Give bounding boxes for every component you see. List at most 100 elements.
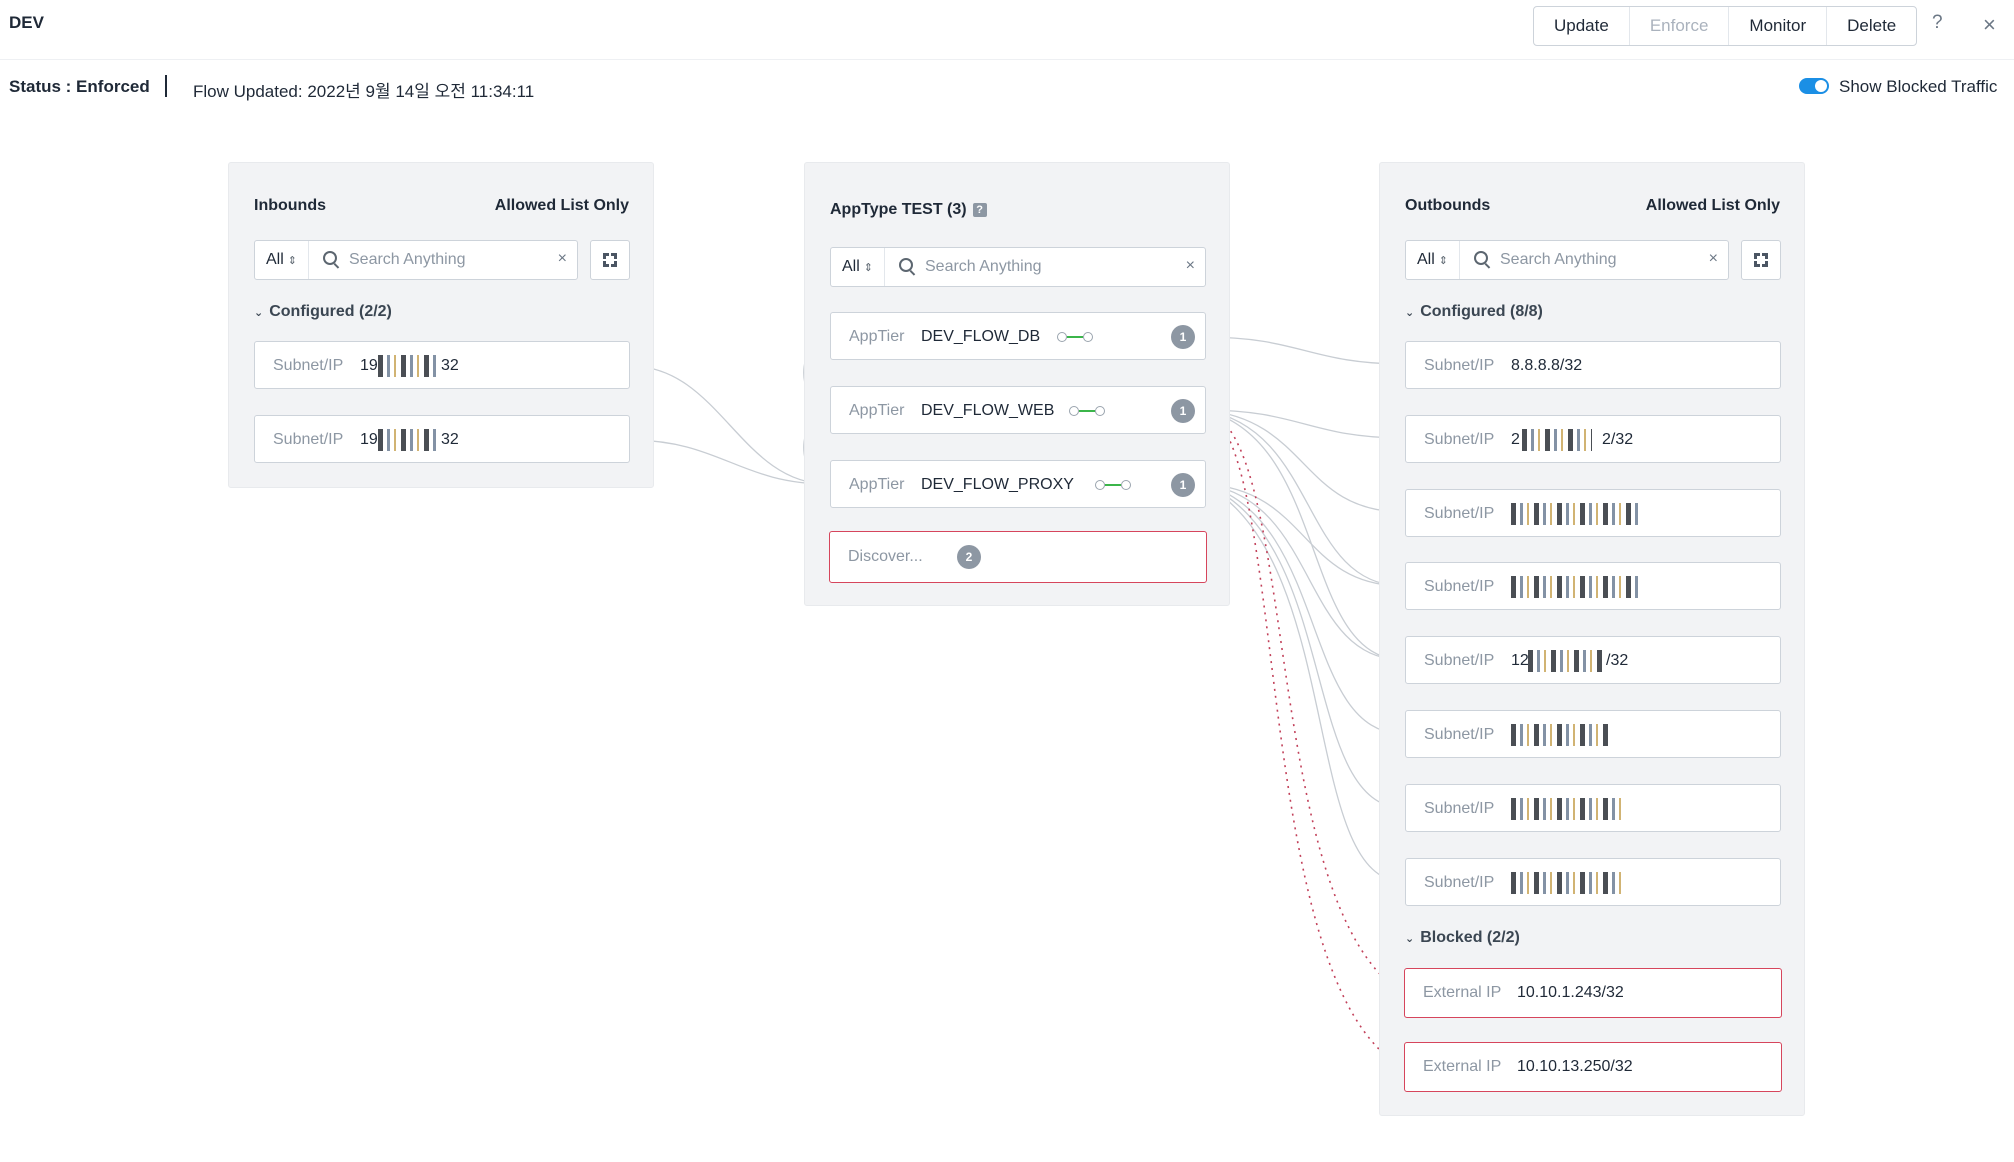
inbounds-expand-button[interactable] [590, 240, 630, 280]
entry-value-prefix: 19 [360, 357, 378, 374]
outbound-entry[interactable]: Subnet/IP [1405, 562, 1781, 610]
outbound-entry[interactable]: Subnet/IP [1405, 489, 1781, 537]
clear-search-icon[interactable]: × [1185, 257, 1195, 274]
apptype-title: AppType TEST (3)? [830, 201, 987, 219]
configured-label: Configured (2/2) [269, 303, 392, 320]
tier-name: DEV_FLOW_PROXY [921, 476, 1074, 493]
outbound-entry[interactable]: Subnet/IP 12 /32 [1405, 636, 1781, 684]
clear-search-icon[interactable]: × [1708, 250, 1718, 267]
redacted-value [1511, 576, 1641, 598]
outbound-link [1203, 409, 1405, 439]
blocked-link [1203, 409, 1403, 994]
redacted-value [1511, 798, 1621, 820]
monitor-button[interactable]: Monitor [1729, 7, 1828, 45]
outbound-entry[interactable]: Subnet/IP 2 2/32 [1405, 415, 1781, 463]
discover-item[interactable]: Discover... 2 [829, 531, 1207, 583]
inbounds-filter-select[interactable]: All⇕ [255, 241, 309, 279]
toggle-knob [1815, 80, 1827, 92]
help-icon[interactable]: ? [1932, 12, 1943, 33]
entry-type: Subnet/IP [1424, 874, 1495, 891]
info-icon[interactable]: ? [972, 202, 987, 217]
inbounds-mode: Allowed List Only [494, 197, 629, 214]
redacted-value [378, 429, 438, 451]
expand-icon-corner [611, 261, 617, 267]
tier-type: AppTier [849, 476, 905, 493]
link-status-icon [1095, 479, 1131, 491]
apptype-panel: AppType TEST (3)? All⇕ × AppTier DEV_FLO… [804, 162, 1230, 606]
close-icon[interactable]: × [1983, 12, 1996, 37]
inbound-link [629, 365, 829, 485]
clear-search-icon[interactable]: × [557, 250, 567, 267]
redacted-value [1522, 429, 1592, 451]
filter-value: All [1417, 251, 1435, 268]
entry-value-prefix: 12 [1511, 652, 1529, 669]
outbounds-mode: Allowed List Only [1645, 197, 1780, 214]
outbound-link [1203, 483, 1405, 809]
outbound-link [1203, 336, 1405, 365]
discover-count-badge: 2 [957, 545, 981, 569]
link-status-icon [1069, 405, 1105, 417]
apptier-dev-flow-web[interactable]: AppTier DEV_FLOW_WEB 1 [830, 386, 1206, 434]
expand-icon-corner [611, 253, 617, 259]
outbounds-blocked-toggle[interactable]: ⌄Blocked (2/2) [1405, 929, 1520, 947]
redacted-value [1511, 724, 1611, 746]
blocked-label: Blocked (2/2) [1420, 929, 1520, 946]
apptype-search-input[interactable] [925, 254, 1125, 280]
entry-type: External IP [1423, 1058, 1502, 1075]
expand-icon-corner [603, 261, 609, 267]
inbound-entry[interactable]: Subnet/IP 19 32 [254, 415, 630, 463]
expand-icon [1754, 253, 1760, 259]
inbound-entry[interactable]: Subnet/IP 19 32 [254, 341, 630, 389]
flow-updated-text: Flow Updated: 2022년 9월 14일 오전 11:34:11 [193, 82, 535, 101]
entry-type: Subnet/IP [1424, 652, 1495, 669]
expand-icon-corner [1754, 261, 1760, 267]
link-status-icon [1057, 331, 1093, 343]
show-blocked-traffic-toggle[interactable] [1799, 78, 1829, 94]
enforce-button[interactable]: Enforce [1630, 7, 1730, 45]
apptier-dev-flow-db[interactable]: AppTier DEV_FLOW_DB 1 [830, 312, 1206, 360]
entry-type: External IP [1423, 984, 1502, 1001]
inbounds-search-input[interactable] [349, 247, 549, 273]
entry-value: 8.8.8.8/32 [1511, 357, 1583, 374]
blocked-entry[interactable]: External IP 10.10.1.243/32 [1404, 968, 1782, 1018]
outbound-entry[interactable]: Subnet/IP [1405, 784, 1781, 832]
chevron-down-icon: ⌄ [254, 307, 264, 319]
filter-value: All [842, 258, 860, 275]
apptype-filter-select[interactable]: All⇕ [831, 248, 885, 286]
outbounds-configured-toggle[interactable]: ⌄Configured (8/8) [1405, 303, 1543, 321]
page-header: DEV Update Enforce Monitor Delete ? × [0, 0, 2014, 60]
outbounds-search: All⇕ × [1405, 240, 1729, 280]
update-button[interactable]: Update [1534, 7, 1630, 45]
outbounds-search-input[interactable] [1500, 247, 1700, 273]
outbound-link [1203, 409, 1405, 587]
inbounds-configured-toggle[interactable]: ⌄ Configured (2/2) [254, 303, 392, 321]
blocked-entry[interactable]: External IP 10.10.13.250/32 [1404, 1042, 1782, 1092]
inbounds-title: Inbounds [254, 197, 326, 214]
inbounds-search: All⇕ × [254, 240, 578, 280]
sort-arrows-icon: ⇕ [1438, 254, 1448, 267]
outbound-entry[interactable]: Subnet/IP [1405, 858, 1781, 906]
tier-name: DEV_FLOW_WEB [921, 402, 1055, 419]
delete-button[interactable]: Delete [1847, 16, 1897, 35]
search-icon [899, 258, 913, 272]
entry-value-prefix: 2 [1511, 431, 1520, 448]
apptier-dev-flow-proxy[interactable]: AppTier DEV_FLOW_PROXY 1 [830, 460, 1206, 508]
entry-type: Subnet/IP [273, 357, 344, 374]
discover-label: Discover... [848, 548, 923, 565]
outbound-entry[interactable]: Subnet/IP 8.8.8.8/32 [1405, 341, 1781, 389]
inbound-link [629, 439, 829, 485]
outbounds-title: Outbounds [1405, 197, 1491, 214]
redacted-value [1511, 872, 1626, 894]
apptype-search: All⇕ × [830, 247, 1206, 287]
outbound-entry[interactable]: Subnet/IP [1405, 710, 1781, 758]
blocked-link [1203, 409, 1403, 1068]
entry-type: Subnet/IP [1424, 800, 1495, 817]
outbounds-panel: Outbounds Allowed List Only All⇕ × ⌄Conf… [1379, 162, 1805, 1116]
outbound-link [1203, 483, 1405, 735]
outbound-link [1203, 483, 1405, 883]
outbounds-expand-button[interactable] [1741, 240, 1781, 280]
tier-count-badge: 1 [1171, 399, 1195, 423]
outbounds-filter-select[interactable]: All⇕ [1406, 241, 1460, 279]
entry-type: Subnet/IP [1424, 505, 1495, 522]
entry-value-suffix: 32 [441, 431, 459, 448]
